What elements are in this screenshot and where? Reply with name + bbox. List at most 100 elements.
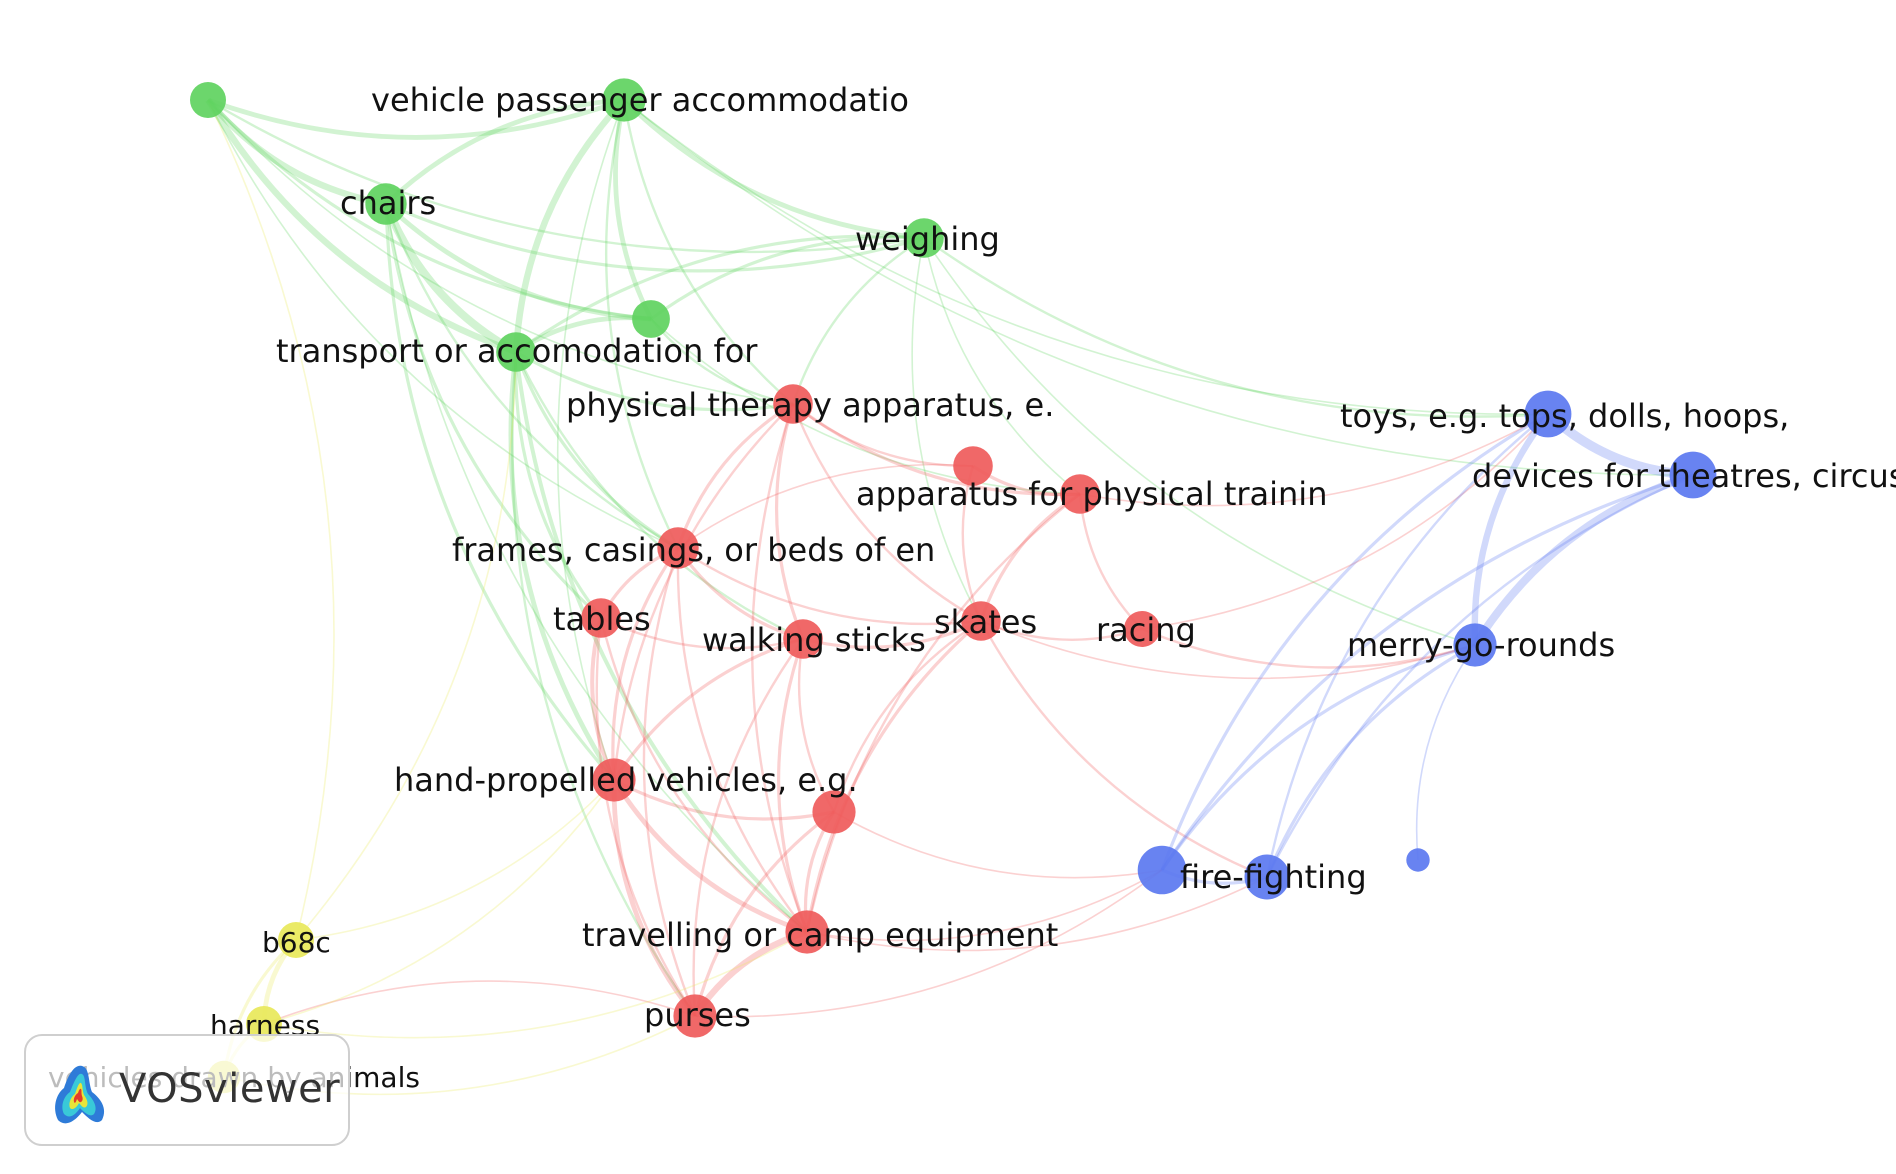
link (979, 620, 1268, 879)
node-label-r5: walking sticks (702, 621, 926, 659)
network-nodes (190, 78, 1717, 1094)
node-label-g5: transport or accomodation for (276, 332, 758, 370)
heatmap-logo-icon (55, 1065, 105, 1124)
link (613, 99, 654, 321)
node-g3[interactable] (904, 218, 944, 258)
node-g5[interactable] (496, 332, 536, 372)
node-g1[interactable] (602, 78, 646, 122)
node-r9[interactable] (812, 790, 856, 834)
link (385, 203, 808, 933)
node-g4[interactable] (632, 300, 670, 338)
link (677, 546, 982, 626)
node-label-r8: hand-propelled vehicles, e.g. (394, 761, 858, 799)
link (833, 811, 1163, 879)
node-label-y0: b68c (262, 926, 331, 959)
link (805, 493, 1081, 933)
link (1265, 413, 1549, 878)
node-label-r0: physical therapy apparatus, e. (566, 386, 1054, 424)
link (384, 202, 652, 322)
link (604, 99, 680, 549)
node-r2[interactable] (1060, 474, 1100, 514)
link (642, 547, 697, 1017)
node-r3[interactable] (657, 527, 699, 569)
node-r11[interactable] (673, 994, 717, 1038)
link (1079, 413, 1549, 507)
link (923, 237, 1081, 495)
link (512, 97, 627, 353)
link (1471, 471, 1695, 648)
link (980, 620, 1476, 680)
link (263, 980, 696, 1025)
link (791, 236, 925, 405)
link (623, 99, 1694, 476)
link (514, 351, 804, 641)
network-links (205, 97, 1695, 1096)
node-b3[interactable] (1137, 845, 1187, 895)
node-r4[interactable] (581, 598, 621, 638)
link (1265, 473, 1694, 878)
link (622, 99, 794, 405)
link (556, 99, 625, 781)
link (806, 869, 1163, 942)
link (1265, 643, 1476, 878)
link (650, 235, 925, 321)
node-r1[interactable] (953, 446, 993, 486)
link (382, 202, 518, 356)
link (600, 616, 804, 650)
node-r10[interactable] (785, 910, 829, 954)
node-b1[interactable] (1669, 451, 1717, 499)
link (384, 203, 679, 550)
node-label-r4: tables (553, 600, 651, 638)
link (295, 779, 615, 941)
link (923, 237, 1549, 418)
node-label-b0: toys, e.g. tops, dolls, hoops, (1340, 397, 1789, 435)
app-name: VOSviewer (119, 1066, 341, 1112)
link (207, 99, 679, 549)
link (751, 403, 809, 933)
link (792, 403, 974, 468)
node-g0[interactable] (190, 82, 226, 118)
node-b0[interactable] (1524, 390, 1572, 438)
link (676, 402, 794, 549)
node-r8[interactable] (592, 758, 636, 802)
node-b4[interactable] (1244, 854, 1290, 900)
link (805, 619, 983, 933)
node-r0[interactable] (773, 384, 813, 424)
link (622, 98, 925, 241)
link (1415, 644, 1476, 861)
link (611, 547, 680, 781)
node-g2[interactable] (365, 183, 407, 225)
link (515, 234, 925, 354)
link (650, 318, 1081, 495)
link (1141, 413, 1549, 630)
node-label-g3: weighing (855, 220, 1000, 258)
link (508, 351, 617, 782)
link (385, 202, 925, 273)
node-r5[interactable] (783, 619, 823, 659)
link (693, 810, 835, 1017)
node-r6[interactable] (961, 601, 1001, 641)
link (692, 638, 804, 1017)
node-y1[interactable] (246, 1006, 282, 1042)
link (1141, 627, 1476, 669)
node-b5[interactable] (1406, 848, 1430, 872)
link (1160, 473, 1694, 871)
node-label-r10: travelling or camp equipment (582, 916, 1058, 954)
link (1471, 412, 1551, 646)
node-b2[interactable] (1453, 623, 1497, 667)
link (694, 869, 1163, 1018)
link (511, 351, 696, 1017)
node-r7[interactable] (1124, 611, 1160, 647)
link (791, 403, 982, 623)
node-label-r11: purses (644, 996, 751, 1034)
link (1160, 412, 1549, 871)
node-label-b4: fire-fighting (1180, 858, 1367, 896)
link (207, 99, 335, 941)
link (1078, 493, 1143, 630)
node-y0[interactable] (278, 922, 314, 958)
link (802, 619, 982, 649)
node-label-b1: devices for theatres, circuses (1472, 457, 1896, 495)
link (207, 99, 794, 405)
link (1160, 643, 1476, 871)
